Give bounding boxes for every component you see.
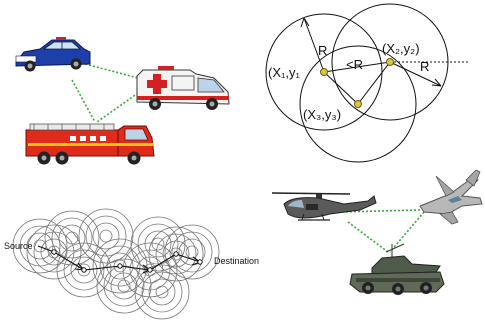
range-ring [92, 222, 120, 250]
node-range-rings [12, 208, 220, 320]
link-ambulance-firetruck [96, 85, 149, 123]
radius-label-mid: <R [346, 57, 363, 72]
link-jet-tank [389, 211, 425, 253]
range-ring [162, 240, 190, 268]
armored-vehicle-icon [349, 243, 445, 295]
route-node [81, 267, 87, 273]
range-ring [129, 249, 171, 291]
destination-label: Destination [214, 256, 260, 266]
range-ring [33, 231, 75, 273]
radius-label-left: R [318, 43, 328, 58]
anchor-node-1 [320, 68, 328, 76]
radius-label-right: R [420, 59, 430, 74]
link-helicopter-jet [337, 209, 421, 213]
range-ring [58, 224, 86, 252]
range-ring [134, 264, 190, 320]
range-ring [26, 224, 82, 280]
radius-arrows [300, 17, 470, 105]
route-node [147, 267, 153, 273]
range-ring [51, 217, 93, 259]
point1-label: (X₁,y₁ [268, 65, 300, 80]
ambulance-icon [136, 66, 230, 110]
range-ring [164, 224, 220, 280]
helicopter-icon [271, 192, 377, 221]
range-ring [65, 231, 79, 245]
range-ring [96, 258, 152, 314]
route-nodes [51, 249, 203, 273]
range-ring [78, 208, 134, 264]
range-ring [40, 238, 68, 266]
military-links [337, 209, 425, 253]
trilateration-diagram [265, 3, 470, 163]
range-ring [151, 237, 165, 251]
range-ring [141, 271, 183, 313]
range-ring [106, 252, 134, 280]
link-police-firetruck [71, 79, 96, 123]
range-ring [44, 210, 100, 266]
range-ring [85, 215, 127, 257]
military-vehicle-network [271, 169, 483, 295]
range-ring [99, 245, 141, 287]
range-ring [148, 226, 204, 282]
range-ring [169, 247, 183, 261]
range-ring [12, 218, 68, 274]
range-ring [148, 278, 176, 306]
range-ring [33, 239, 47, 253]
point3-label: (X₃,y₃) [303, 107, 342, 122]
fire-truck-icon [25, 123, 155, 165]
range-ring [130, 216, 186, 272]
fighter-jet-icon [419, 169, 483, 225]
range-ring [63, 249, 105, 291]
range-ring [99, 229, 113, 243]
range-ring [70, 256, 98, 284]
point2-label: (X₂,y₂) [382, 41, 420, 56]
route-node [197, 259, 203, 265]
emergency-vehicle-network [15, 37, 230, 165]
range-circle-3 [299, 45, 417, 163]
range-ring [117, 279, 131, 293]
range-ring [137, 223, 179, 265]
range-ring [77, 263, 91, 277]
link-helicopter-tank [347, 221, 389, 253]
range-ring [171, 231, 213, 273]
range-ring [155, 285, 169, 299]
route-node [51, 249, 57, 255]
anchor-node-3 [354, 100, 362, 108]
source-label: Source [4, 241, 33, 251]
anchor-node-2 [386, 58, 394, 66]
route-node [117, 263, 123, 269]
range-ring [110, 272, 138, 300]
multihop-network [12, 208, 220, 320]
emergency-links [61, 57, 149, 123]
police-car-icon [15, 37, 91, 72]
range-ring [136, 256, 164, 284]
route-node [173, 251, 179, 257]
range-ring [185, 245, 199, 259]
range-ring [92, 238, 148, 294]
link-police-ambulance [61, 57, 147, 81]
range-ring [144, 230, 172, 258]
